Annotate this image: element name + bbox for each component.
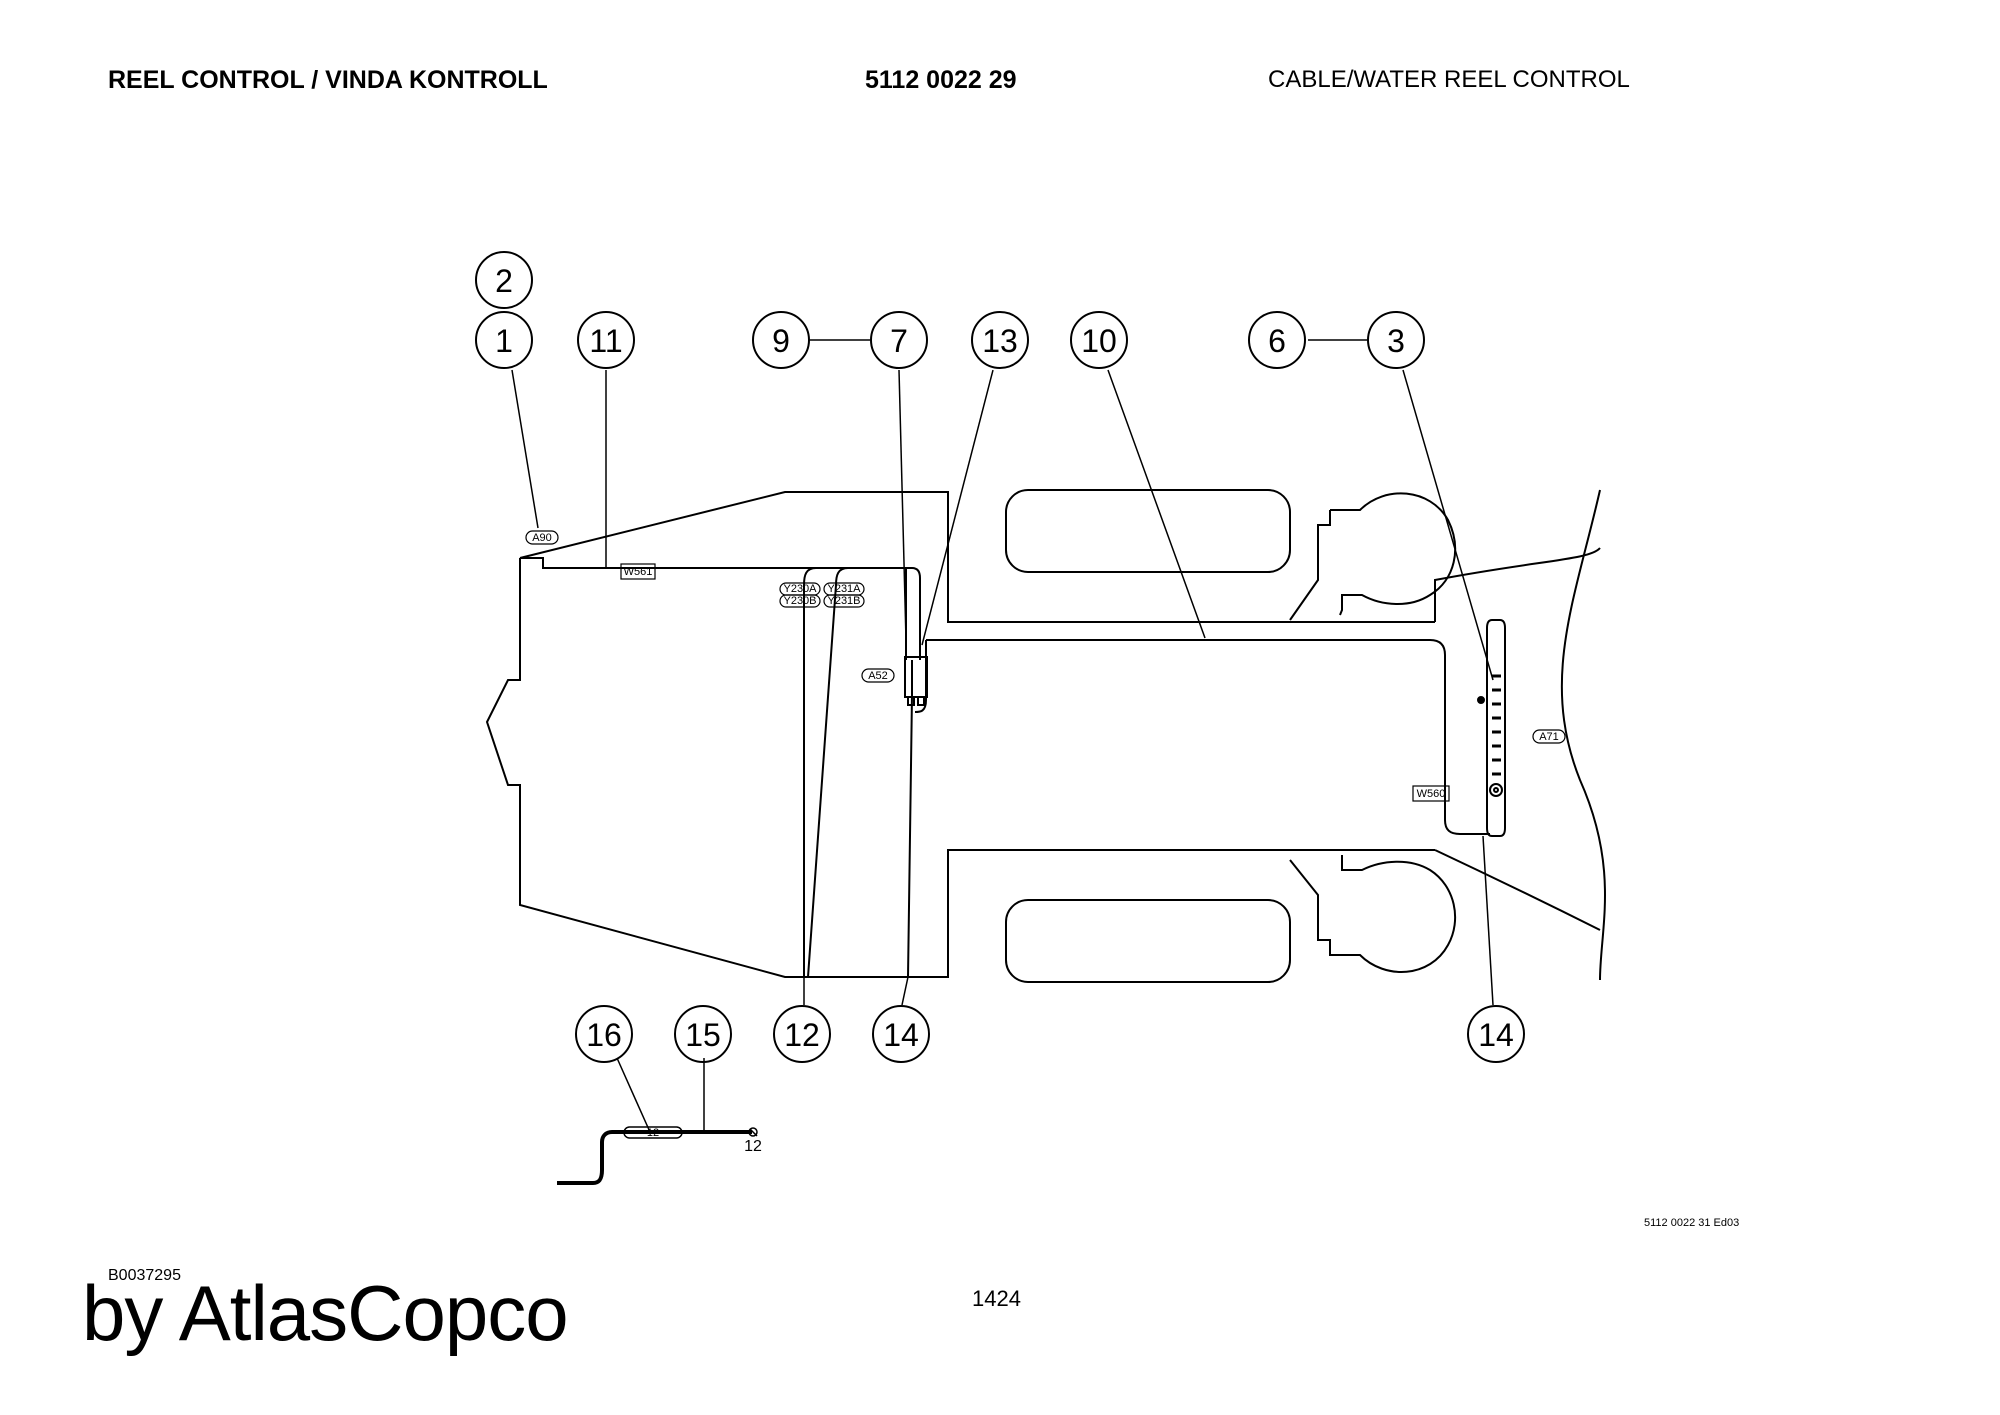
callout-9: 9 (772, 323, 790, 359)
callout-14-right: 14 (1478, 1017, 1514, 1053)
callout-13: 13 (982, 323, 1018, 359)
tag-y231b: Y231B (827, 595, 860, 607)
machine-outline (485, 489, 1606, 983)
callout-1: 1 (495, 323, 513, 359)
leader-lines (511, 339, 1494, 1133)
callout-circles (475, 251, 1525, 1063)
harness-lines (520, 557, 1490, 978)
callout-16: 16 (586, 1017, 622, 1053)
callout-7: 7 (890, 323, 908, 359)
tag-w560: W560 (1417, 788, 1446, 800)
tag-y231a: Y231A (827, 583, 861, 595)
callout-10: 10 (1081, 323, 1117, 359)
cable-detail (557, 1126, 758, 1185)
callout-11: 11 (589, 323, 622, 359)
part-description: CABLE/WATER REEL CONTROL (1268, 66, 1630, 93)
callout-15: 15 (685, 1017, 721, 1053)
tag-y230b: Y230B (783, 595, 816, 607)
part-number: 5112 0022 29 (865, 66, 1017, 94)
tag-a71: A71 (1539, 731, 1559, 743)
image-id: B0037295 (108, 1267, 181, 1284)
drawing-reference: 5112 0022 31 Ed03 (1644, 1217, 1740, 1229)
tag-y230a: Y230A (783, 583, 817, 595)
brand-watermark: by AtlasCopco (82, 1269, 569, 1357)
callout-12: 12 (784, 1017, 820, 1053)
tag-a90: A90 (532, 532, 552, 544)
tag-a52: A52 (868, 670, 888, 682)
page-number: 1424 (972, 1286, 1021, 1311)
cable-end-label: 12 (744, 1138, 762, 1155)
callout-6: 6 (1268, 323, 1286, 359)
page-title: REEL CONTROL / VINDA KONTROLL (108, 66, 548, 94)
tag-w561: W561 (624, 566, 653, 578)
callout-2: 2 (495, 263, 513, 299)
a52-component (904, 656, 928, 706)
callout-14-left: 14 (883, 1017, 919, 1053)
callout-3: 3 (1387, 323, 1405, 359)
tag-outlines (525, 530, 1566, 802)
cable-mark-label: 12 (647, 1127, 659, 1139)
a71-control-panel (1477, 619, 1506, 837)
